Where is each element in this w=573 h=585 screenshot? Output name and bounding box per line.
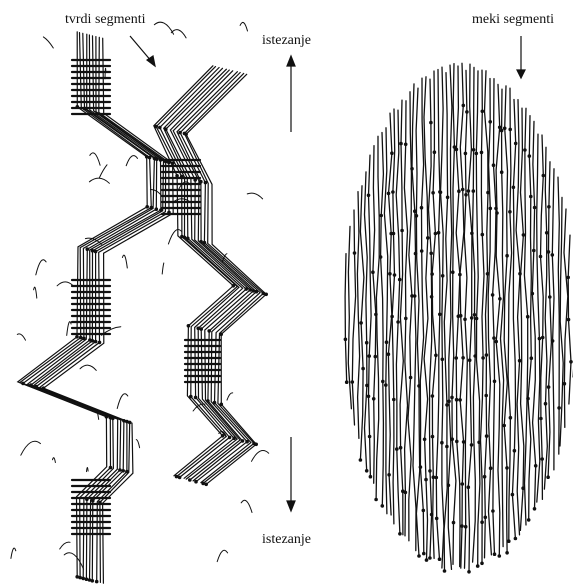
polymer-chain [452, 64, 456, 565]
polymer-chain [564, 209, 568, 427]
polymer-chain [53, 458, 56, 463]
polymer-chain [352, 210, 355, 425]
polymer-chain [416, 88, 420, 556]
stretch-arrow-down [287, 437, 295, 511]
stretch-label-top: istezanje [262, 33, 311, 49]
polymer-chain [384, 128, 387, 514]
polymer-chain [126, 156, 137, 166]
polymer-chain [381, 133, 384, 506]
polymer-chain [369, 155, 372, 477]
polymer-chain [67, 322, 71, 336]
polymer-chain [122, 255, 127, 268]
polymer-chain [504, 86, 507, 553]
polymer-chain [388, 113, 392, 515]
polymer-chain [493, 79, 496, 555]
soft-segments-label: meki segmenti [472, 12, 554, 28]
polymer-chain [17, 334, 25, 340]
polymer-chain [432, 71, 436, 558]
polymer-chain [496, 84, 500, 556]
polymer-chain [412, 84, 416, 551]
polymer-chain [64, 553, 83, 569]
polymer-chain [448, 65, 452, 569]
polymer-chain [512, 100, 515, 539]
polymer-chain [429, 79, 432, 558]
polymer-chain [240, 22, 247, 31]
polymer-chain [552, 169, 554, 470]
polymer-chain [501, 89, 504, 546]
polymer-chain [532, 121, 535, 508]
polymer-chain [154, 22, 173, 34]
polymer-chain [36, 260, 46, 275]
stretch-label-bottom: istezanje [262, 532, 311, 548]
polymer-chain [57, 282, 73, 286]
polymer-chain [43, 37, 53, 48]
soft-segment-mass [344, 63, 573, 573]
polymer-chain [247, 193, 262, 199]
polymer-chain [365, 172, 368, 471]
polymer-chain [241, 500, 252, 512]
polymer-chain [357, 192, 359, 439]
polymer-chain [441, 67, 444, 568]
polymer-chain [516, 100, 520, 535]
polymer-chain [537, 134, 540, 502]
stretched-hard-segment-structure [11, 22, 269, 583]
hard-segment-pointer [130, 36, 155, 66]
polymer-chain [376, 136, 379, 499]
polymer-chain [60, 542, 70, 549]
polymer-chain [444, 73, 448, 571]
polymer-chain [400, 100, 403, 535]
polymer-chain [252, 451, 269, 462]
polymer-chain [520, 108, 523, 530]
polymer-chain [87, 467, 89, 471]
polymer-chain [80, 365, 96, 370]
polymer-chain [488, 79, 491, 555]
polymer-chain [21, 441, 41, 455]
polymer-chain [162, 263, 164, 274]
polymer-chain [34, 287, 37, 298]
polymer-chain [548, 162, 551, 477]
polymer-chain [217, 550, 227, 561]
hard-segments-label: tvrdi segmenti [65, 12, 146, 28]
polymer-chain [100, 165, 108, 178]
polymer-chain [420, 78, 424, 553]
polymer-chain [90, 153, 100, 165]
polymer-chain [117, 394, 128, 409]
polymer-chain [408, 92, 412, 541]
stretch-arrow-up [287, 56, 295, 132]
polymer-chain [558, 177, 559, 454]
polymer-chain [227, 393, 233, 400]
polymer-chain [168, 230, 182, 244]
polymer-chain [136, 440, 139, 448]
polymer-chain [89, 178, 109, 183]
polymer-chain [481, 70, 485, 563]
soft-segment-pointer [517, 36, 525, 78]
polymer-chain [424, 77, 428, 560]
polymer-chain [11, 548, 16, 558]
polymer-chain [541, 135, 544, 499]
polymer-chain [485, 71, 489, 558]
polymer-chain [345, 254, 347, 383]
polymer-chain [544, 147, 547, 489]
polymer-chain [508, 88, 512, 541]
